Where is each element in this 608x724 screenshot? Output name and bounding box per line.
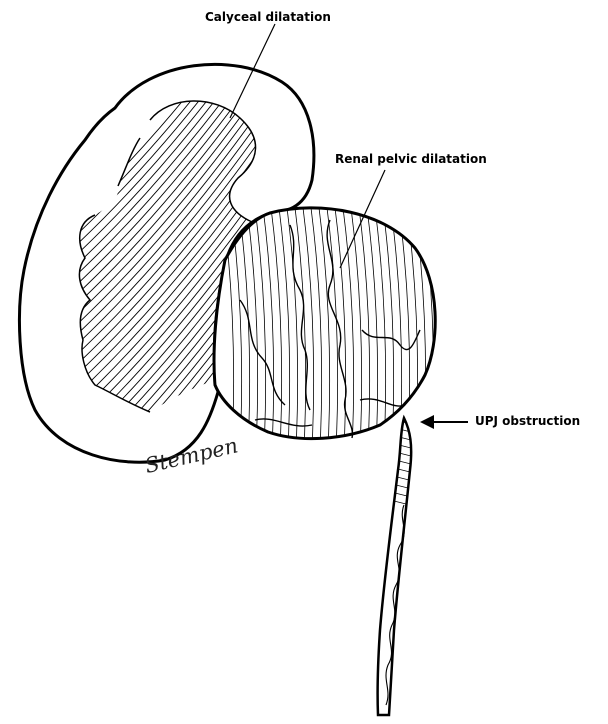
label-calyceal-dilatation: Calyceal dilatation	[205, 10, 331, 24]
arrow-head-upj	[420, 415, 434, 429]
renal-pelvis-outline	[214, 208, 435, 439]
label-renal-pelvic-dilatation: Renal pelvic dilatation	[335, 152, 487, 166]
label-upj-obstruction: UPJ obstruction	[475, 414, 580, 428]
